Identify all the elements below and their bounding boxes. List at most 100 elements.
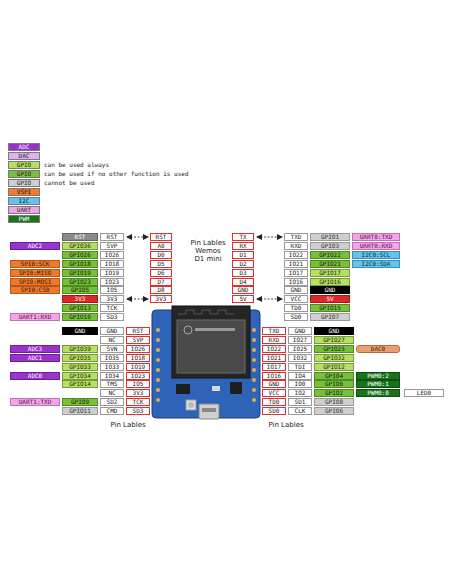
function-cell: UART1:RXD <box>10 313 60 321</box>
board-pin-cell: IO5 <box>126 380 150 388</box>
gpio-cell: GPIO6 <box>314 407 354 415</box>
pcb <box>152 310 260 418</box>
legend-swatch: DAC <box>8 152 40 160</box>
ground-cell: GND <box>310 286 350 294</box>
ground-cell: GND <box>62 327 98 335</box>
gpio-cell: GPIO21 <box>310 260 350 268</box>
board-pin-cell: 5V <box>232 295 254 303</box>
gpio-cell: GPIO36 <box>62 242 98 250</box>
power-cell: 3V3 <box>62 295 98 303</box>
legend-text: ADC <box>19 143 30 150</box>
pin-cell: TCK <box>100 304 124 312</box>
board-pin-cell: TD0 <box>262 398 286 406</box>
pin-lables-caption: Pin Lables <box>100 421 156 429</box>
legend-text: PWM <box>19 215 30 222</box>
power-cell: 5V <box>310 295 350 303</box>
board-pin-cell: D0 <box>150 251 172 259</box>
pin-cell: TXD <box>284 233 308 241</box>
pin-cell: IO19 <box>100 269 124 277</box>
gpio-cell: GPIO4 <box>314 372 354 380</box>
pin-cell: SD0 <box>284 313 308 321</box>
pin-cell: SD3 <box>100 313 124 321</box>
gpio-cell: GPIO35 <box>62 354 98 362</box>
function-cell: DAC0 <box>356 345 400 353</box>
board-pin-cell: VCC <box>262 389 286 397</box>
board-pin-cell: IO21 <box>262 354 286 362</box>
board-pin-cell: IO19 <box>126 363 150 371</box>
legend-swatch: VSPI <box>8 188 40 196</box>
legend-swatch: GPIO <box>8 179 40 187</box>
board-pin-cell: GND <box>262 380 286 388</box>
gpio-cell: GPIO11 <box>62 407 98 415</box>
gpio-cell: GPIO14 <box>62 380 98 388</box>
pin-cell: IO33 <box>100 363 124 371</box>
legend-text: DAC <box>19 152 30 159</box>
legend-text: VSPI <box>17 188 31 195</box>
pin-cell: TMS <box>100 380 124 388</box>
pin-cell: GND <box>288 327 312 335</box>
board-pin-cell: D4 <box>232 278 254 286</box>
pin-cell: IO21 <box>284 260 308 268</box>
legend-text: can be used always <box>44 161 109 169</box>
pin-cell: GND <box>100 327 124 335</box>
gpio-cell: GPIO23 <box>62 278 98 286</box>
gpio-cell: GPIO33 <box>62 363 98 371</box>
gpio-cell: GPIO3 <box>310 242 350 250</box>
gpio-cell: GPIO10 <box>62 313 98 321</box>
dashed-arrow <box>257 299 282 300</box>
logo-bar <box>195 328 235 331</box>
logo <box>184 326 192 334</box>
gpio-cell: GPIO34 <box>62 372 98 380</box>
gpio-cell: GPIO22 <box>310 251 350 259</box>
pin-cell: SVN <box>100 345 124 353</box>
gpio-cell: GPIO1 <box>310 233 350 241</box>
function-cell: ADC1 <box>10 354 60 362</box>
pin-cell: SD1 <box>288 398 312 406</box>
pin-cell: TDI <box>288 363 312 371</box>
board-pin-cell: TCK <box>126 398 150 406</box>
pin-cell: IO2 <box>288 389 312 397</box>
gpio-cell: GPIO39 <box>62 345 98 353</box>
board-pin-cell: TX <box>232 233 254 241</box>
board-pin-cell: 3V3 <box>150 295 172 303</box>
pin-cell: GND <box>284 286 308 294</box>
gpio-cell: RST <box>62 233 98 241</box>
board-pin-cell: 3V3 <box>126 389 150 397</box>
board-pin-cell: IO23 <box>126 372 150 380</box>
function-cell: SPI0:MISO <box>10 269 60 277</box>
legend-swatch: I2C <box>8 197 40 205</box>
gpio-cell: GPIO7 <box>310 313 350 321</box>
pin-cell: IO5 <box>100 286 124 294</box>
gpio-cell: GPIO18 <box>62 260 98 268</box>
board-pin-cell: D2 <box>232 260 254 268</box>
legend-text: I2C <box>19 197 30 204</box>
gpio-cell: GPIO25 <box>314 345 354 353</box>
function-cell: UART0:RXD <box>352 242 400 250</box>
function-cell: I2C0:SCL <box>352 251 400 259</box>
pin-cell: RXD <box>284 242 308 250</box>
pin-cell: IO17 <box>284 269 308 277</box>
board-pin-cell: RX <box>232 242 254 250</box>
legend-text: cannot be used <box>44 179 95 187</box>
pin-cell: TD0 <box>284 304 308 312</box>
pin-cell: IO26 <box>100 251 124 259</box>
pin-cell: IO35 <box>100 354 124 362</box>
pin-cell: NC <box>100 336 124 344</box>
board-pin-cell: RXD <box>262 336 286 344</box>
gpio-cell: GPIO2 <box>314 389 354 397</box>
legend-swatch: GPIO <box>8 161 40 169</box>
esp32-module <box>172 306 250 378</box>
function-cell: ADC2 <box>10 242 60 250</box>
pin-lables-caption: D1 mini <box>182 255 234 263</box>
pin-lables-caption: Pin Lables <box>182 239 234 247</box>
chip <box>176 384 190 394</box>
usb-slot <box>202 408 216 412</box>
function-cell: SPI0:SCK <box>10 260 60 268</box>
pin-cell: SD2 <box>100 398 124 406</box>
board-pin-cell: D6 <box>150 269 172 277</box>
function-cell: PWM0:1 <box>356 380 400 388</box>
gpio-cell: GPIO32 <box>314 354 354 362</box>
pin-cell: IO27 <box>288 336 312 344</box>
dashed-arrow <box>127 237 148 238</box>
